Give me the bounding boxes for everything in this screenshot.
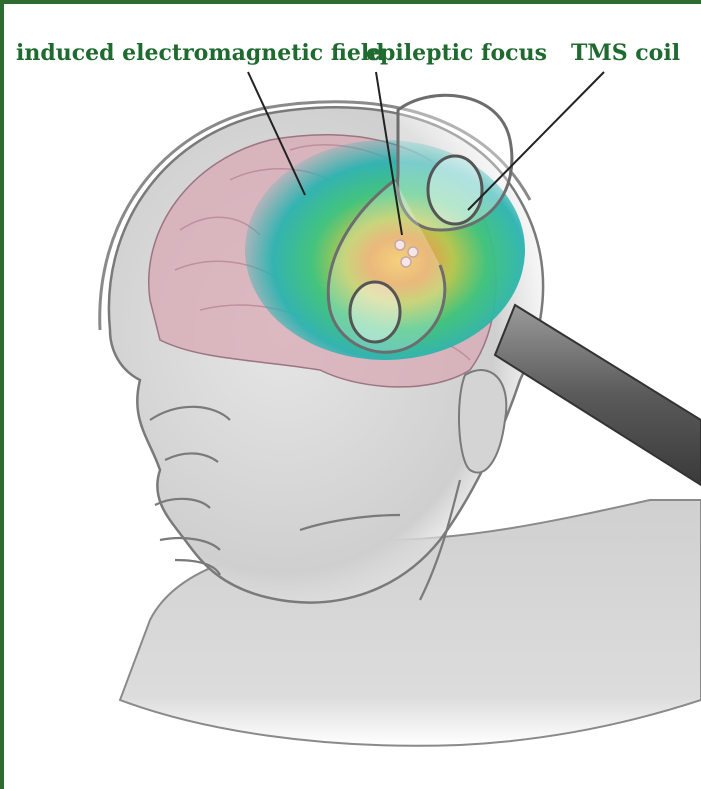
label-tms-coil: TMS coil: [571, 42, 680, 64]
label-epileptic-focus: epileptic focus: [366, 42, 547, 64]
coil-handle: [495, 305, 701, 485]
label-induced-field: induced electromagnetic field: [16, 42, 385, 64]
ear-shape: [459, 370, 506, 473]
